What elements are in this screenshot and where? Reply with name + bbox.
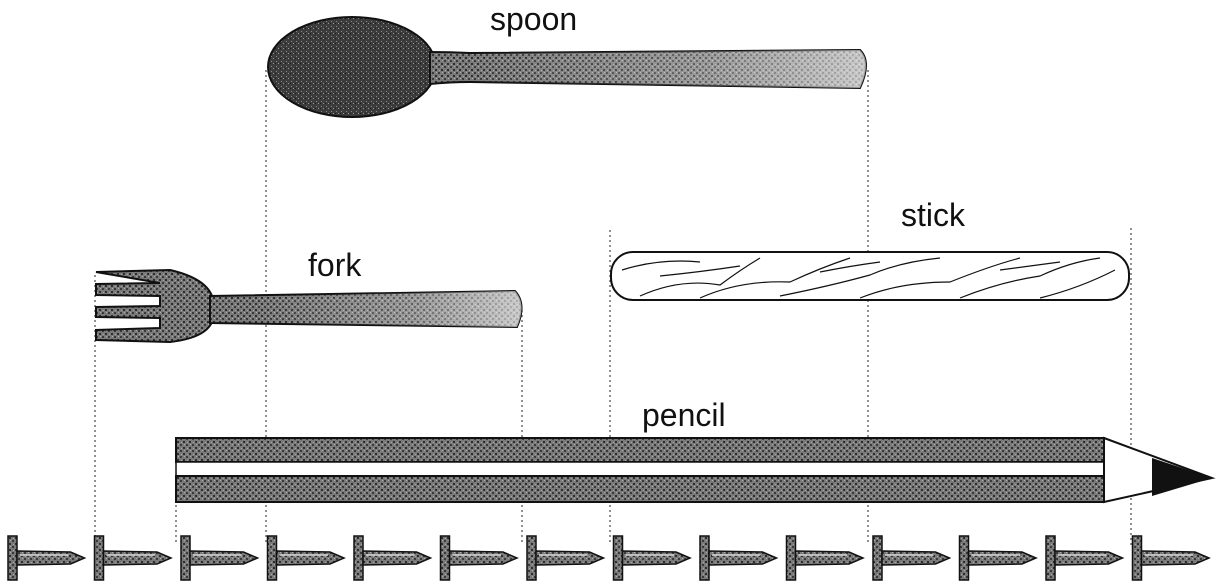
fork-tines: [96, 270, 212, 342]
stick: [611, 252, 1129, 300]
nail: [614, 536, 691, 580]
pencil-label: pencil: [642, 397, 726, 433]
fork-handle-shine: [260, 291, 522, 327]
nail: [268, 536, 345, 580]
stick-label: stick: [901, 197, 966, 233]
nail: [441, 536, 518, 580]
stick-body: [611, 252, 1129, 300]
nail: [960, 536, 1037, 580]
nail: [700, 536, 777, 580]
pencil-lead: [1152, 458, 1212, 496]
nail: [1133, 536, 1210, 580]
spoon-label: spoon: [490, 1, 577, 37]
nail: [787, 536, 864, 580]
nail: [527, 536, 604, 580]
nail: [95, 536, 172, 580]
fork-label: fork: [308, 247, 362, 283]
pencil-bottom-stripe: [176, 476, 1104, 502]
nail: [1046, 536, 1123, 580]
nail: [181, 536, 258, 580]
spoon-handle-shine: [470, 50, 866, 88]
pencil-top-stripe: [176, 438, 1104, 462]
pencil: [176, 438, 1212, 502]
nail: [354, 536, 431, 580]
nail: [8, 536, 85, 580]
nail-ruler: [8, 536, 1209, 580]
nail: [873, 536, 950, 580]
spoon-bowl: [268, 17, 436, 117]
pencil-middle-stripe: [176, 462, 1104, 476]
